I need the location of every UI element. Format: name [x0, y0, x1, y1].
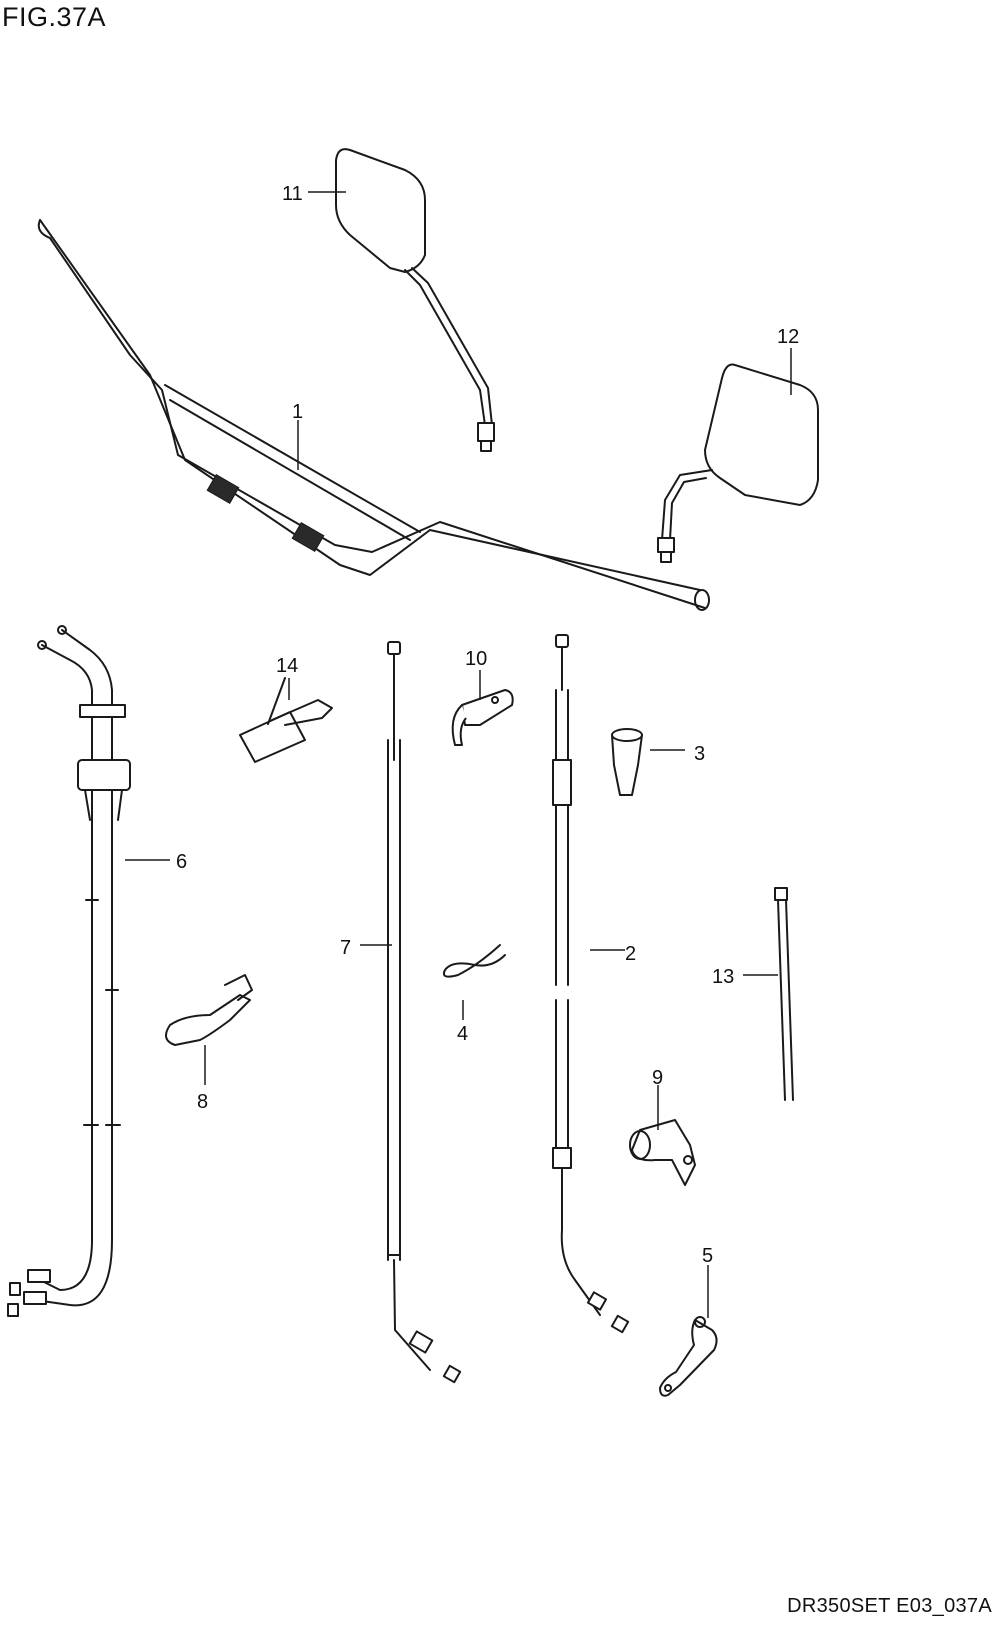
- callout-1: 1: [292, 401, 303, 423]
- callout-14: 14: [276, 655, 298, 677]
- lever-bracket: [659, 1316, 718, 1397]
- mirror-left: [335, 148, 495, 452]
- callout-6: 6: [176, 851, 187, 873]
- callout-11: 11: [282, 183, 303, 205]
- cable-clamp: [629, 1119, 696, 1186]
- choke-cable: [387, 641, 462, 1384]
- callout-labels: 1 2 3 4 5 6 7 8 9 10 11 12 13 14: [176, 183, 799, 1267]
- spring-clip: [442, 944, 506, 978]
- cable-tie: [774, 887, 794, 1101]
- drawing-code: DR350SET E03_037A: [787, 1595, 992, 1617]
- handlebar: [37, 219, 710, 611]
- throttle-cable-assembly: [7, 625, 131, 1317]
- callout-9: 9: [652, 1067, 663, 1089]
- callout-7: 7: [340, 937, 351, 959]
- callout-12: 12: [777, 326, 799, 348]
- cable-guide: [165, 974, 253, 1046]
- figure-title: FIG.37A: [2, 2, 107, 32]
- callout-5: 5: [702, 1245, 713, 1267]
- handlebar-knurl: [206, 474, 325, 552]
- clutch-cable: [552, 634, 630, 1334]
- leader-lines: [125, 191, 792, 1318]
- callout-3: 3: [694, 743, 705, 765]
- mirror-right: [657, 363, 819, 563]
- callout-4: 4: [457, 1023, 468, 1045]
- callout-2: 2: [625, 943, 636, 965]
- callout-13: 13: [712, 966, 734, 988]
- cable-boot: [611, 728, 643, 796]
- cable-bracket: [451, 689, 514, 746]
- wire-clamp: [239, 677, 333, 763]
- callout-8: 8: [197, 1091, 208, 1113]
- callout-10: 10: [465, 648, 487, 670]
